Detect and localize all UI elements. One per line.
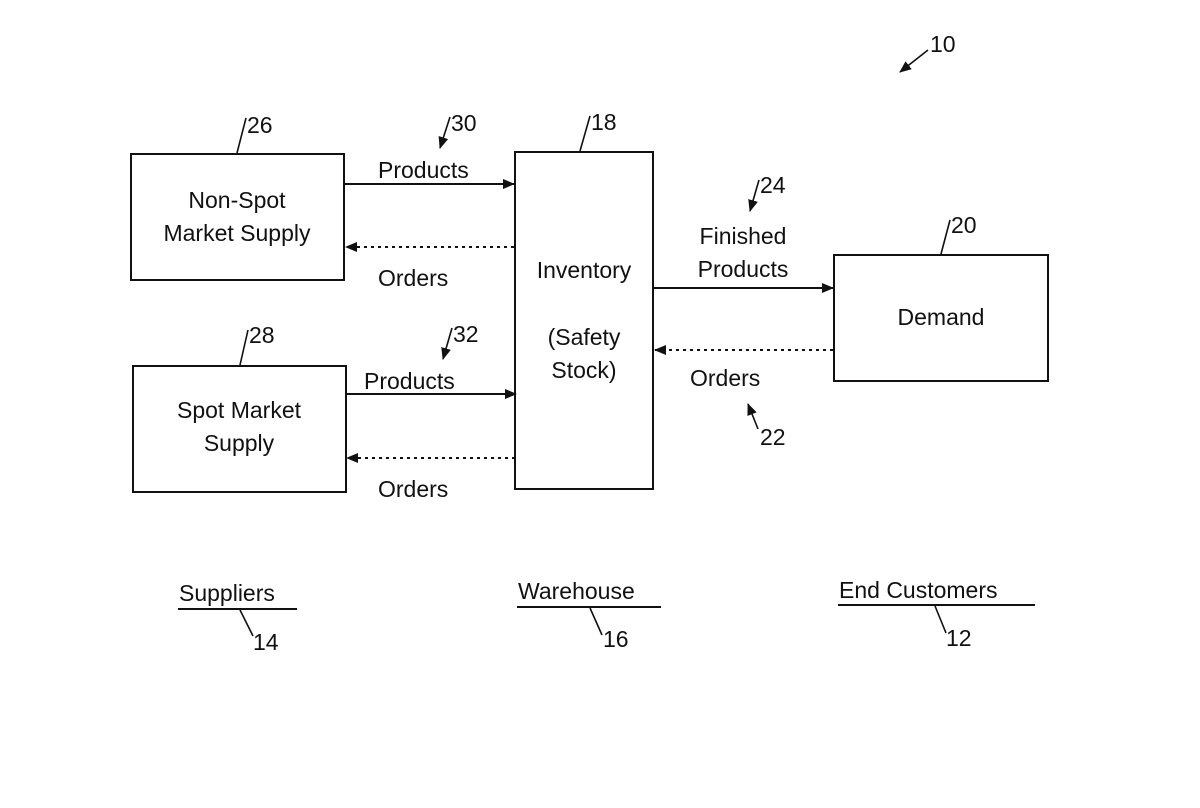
- spot-box: [132, 365, 347, 493]
- non-spot-market-supply-block: Non-Spot Market Supply 26: [130, 112, 345, 281]
- orders-label-bottom: Orders: [378, 476, 448, 502]
- ref-leader-28: [239, 329, 249, 366]
- ref-label-26: 26: [247, 112, 273, 138]
- finished-products-flow: Finished Products 24: [654, 172, 834, 293]
- non-spot-label-line1: Non-Spot: [188, 187, 286, 213]
- ref-label-28: 28: [249, 322, 275, 348]
- products-label-bottom: Products: [364, 368, 455, 394]
- non-spot-label-line2: Market Supply: [163, 220, 311, 246]
- demand-block: Demand 20: [833, 212, 1049, 382]
- group-end-customers: End Customers 12: [838, 577, 1035, 651]
- orders-demand-label: Orders: [690, 365, 760, 391]
- ref-label-32: 32: [453, 321, 479, 347]
- ref-label-14: 14: [253, 629, 279, 655]
- spot-label-line2: Supply: [204, 430, 275, 456]
- group-suppliers: Suppliers 14: [178, 580, 297, 655]
- demand-box: [833, 254, 1049, 382]
- ref-label-16: 16: [603, 626, 629, 652]
- finished-products-label-line2: Products: [698, 256, 789, 282]
- figure-ref-10: 10: [899, 31, 956, 73]
- inventory-label-line1: Inventory: [537, 257, 632, 283]
- finished-products-label-line1: Finished: [700, 223, 787, 249]
- ref-leader-14: [239, 609, 254, 637]
- ref-label-18: 18: [591, 109, 617, 135]
- orders-label-top: Orders: [378, 265, 448, 291]
- suppliers-label: Suppliers: [179, 580, 275, 606]
- ref-label-30: 30: [451, 110, 477, 136]
- ref-arrow-24: [748, 179, 760, 212]
- ref-leader-18: [579, 115, 591, 152]
- ref-leader-20: [940, 219, 951, 255]
- inventory-label-line2: (Safety: [548, 324, 621, 350]
- inventory-block: Inventory (Safety Stock) 18: [514, 109, 654, 490]
- ref-label-20: 20: [951, 212, 977, 238]
- non-spot-box: [130, 153, 345, 281]
- group-warehouse: Warehouse 16: [517, 578, 661, 652]
- products-flow-bottom: Products 32: [347, 321, 517, 399]
- ref-leader-26: [236, 117, 247, 154]
- end-customers-label: End Customers: [839, 577, 998, 603]
- demand-label: Demand: [898, 304, 985, 330]
- ref-arrow-22: [747, 403, 759, 430]
- ref-label-22: 22: [760, 424, 786, 450]
- figure-ref-label: 10: [930, 31, 956, 57]
- ref-arrow-32: [441, 327, 453, 360]
- inventory-box: [514, 151, 654, 490]
- products-flow-top: Products 30: [345, 110, 515, 189]
- orders-demand-flow: Orders 22: [654, 345, 833, 450]
- inventory-label-line3: Stock): [551, 357, 616, 383]
- ref-leader-12: [934, 605, 947, 634]
- orders-flow-bottom: Orders: [346, 453, 515, 502]
- ref-label-24: 24: [760, 172, 786, 198]
- ref-leader-16: [589, 607, 603, 636]
- ref-label-12: 12: [946, 625, 972, 651]
- figure-ref-arrow: [899, 49, 929, 73]
- products-label-top: Products: [378, 157, 469, 183]
- spot-label-line1: Spot Market: [177, 397, 302, 423]
- ref-arrow-30: [438, 116, 451, 149]
- warehouse-label: Warehouse: [518, 578, 635, 604]
- spot-market-supply-block: Spot Market Supply 28: [132, 322, 347, 493]
- orders-flow-top: Orders: [345, 242, 514, 291]
